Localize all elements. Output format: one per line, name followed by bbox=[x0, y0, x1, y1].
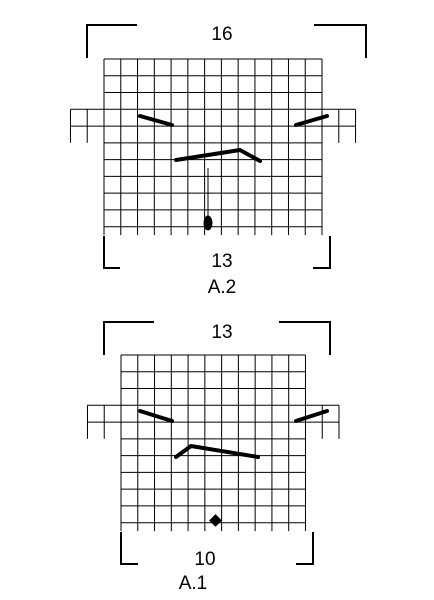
chart-a2-top-bracket-left bbox=[86, 24, 137, 58]
chart-a1-decrease-left bbox=[138, 409, 174, 423]
chart-a1-caption: A.1 bbox=[179, 573, 208, 594]
chart-a2-decrease-right bbox=[294, 114, 329, 127]
chart-a1-top-count: 13 bbox=[211, 322, 232, 343]
chart-a2-caption: A.2 bbox=[208, 277, 237, 298]
chart-a2-cable-line bbox=[174, 148, 262, 163]
chart-a1-top-bracket-left bbox=[103, 321, 154, 355]
diamond-icon bbox=[209, 514, 222, 527]
chart-a1-decrease-right bbox=[294, 409, 329, 423]
chart-a2-grid bbox=[69, 58, 357, 236]
chart-a2-decrease-left bbox=[138, 114, 174, 127]
chart-a1-top-bracket-right bbox=[279, 321, 331, 355]
chart-a2-bottom-bracket-right bbox=[313, 236, 331, 269]
chart-a2-top-bracket-right bbox=[314, 24, 367, 58]
chart-a2: 16 13 A.2 bbox=[69, 24, 367, 298]
chart-a1-grid bbox=[86, 354, 340, 532]
chart-a2-top-count: 16 bbox=[211, 24, 232, 45]
chart-a1: 13 10 A.1 bbox=[86, 321, 340, 594]
chart-a2-bottom-bracket-left bbox=[103, 236, 120, 269]
chart-a2-bottom-count: 13 bbox=[211, 251, 232, 272]
chart-a1-bottom-bracket-left bbox=[120, 532, 138, 565]
oval-icon bbox=[203, 215, 213, 231]
chart-a1-cable-line bbox=[174, 444, 260, 459]
chart-a1-bottom-bracket-right bbox=[296, 532, 314, 565]
chart-a1-bottom-count: 10 bbox=[194, 549, 215, 570]
